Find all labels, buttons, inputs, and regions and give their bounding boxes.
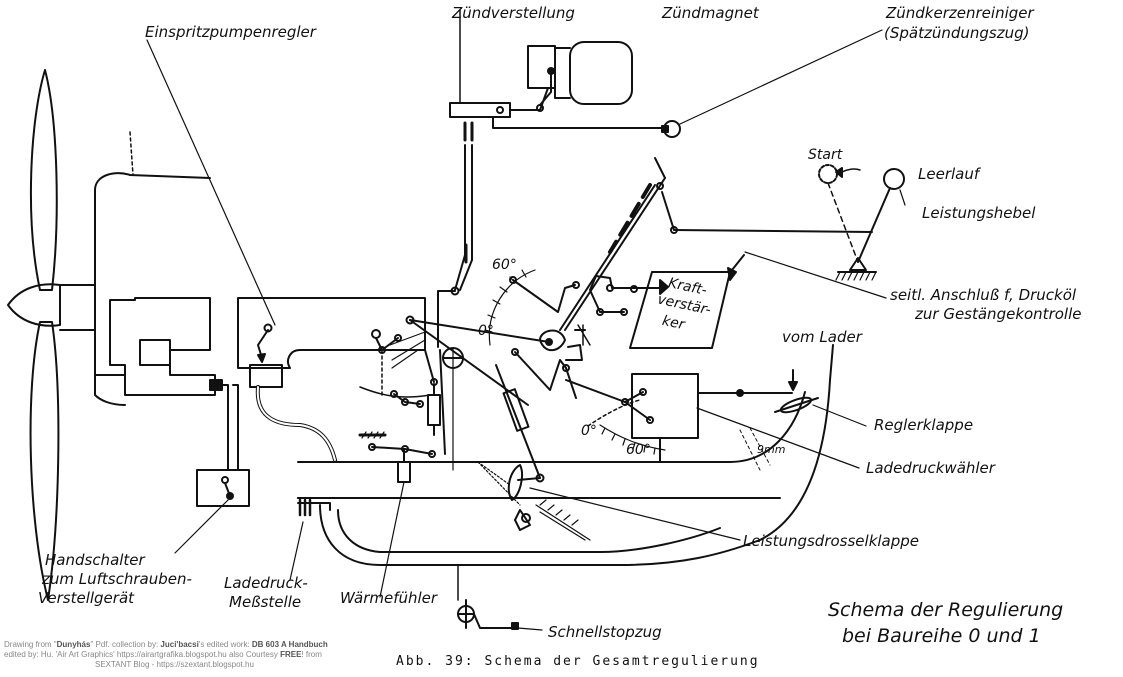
label-einspritzpumpenregler: Einspritzpumpenregler — [145, 23, 316, 41]
boost-selector-box — [631, 373, 793, 463]
label-0deg-upper: 0° — [478, 323, 494, 339]
label-verstellgeraet: Verstellgerät — [38, 589, 135, 607]
throttle-flap-linkage — [477, 364, 591, 541]
throttle-quadrant-upper — [484, 269, 580, 346]
label-zuendmagnet: Zündmagnet — [662, 4, 759, 22]
throttle-pivot — [405, 315, 651, 421]
regulator-flap — [739, 369, 819, 471]
title-line-1: Schema der Regulierung — [828, 599, 1064, 621]
figure-caption: Abb. 39: Schema der Gesamtregulierung — [396, 654, 760, 669]
label-waermefuehler: Wärmefühler — [340, 589, 438, 607]
label-vom-lader: vom Lader — [782, 328, 862, 346]
label-leistungsdrosselklappe: Leistungsdrosselklappe — [743, 532, 920, 550]
label-zuendverstellung: Zündverstellung — [452, 4, 575, 22]
credit-line-3: SEXTANT Blog - https://szextant.blogspot… — [95, 660, 254, 669]
label-schnellstopzug: Schnellstopzug — [548, 623, 662, 641]
credit-line-2: edited by: Hu. 'Air Art Graphics' https:… — [4, 650, 322, 659]
label-ladedruckwaehler: Ladedruckwähler — [866, 459, 995, 477]
label-0deg-lower: 0° — [581, 423, 597, 439]
label-leerlauf: Leerlauf — [918, 165, 980, 183]
label-zuendkerzenreiniger: Zündkerzenreiniger — [886, 4, 1034, 22]
fast-stop — [457, 564, 519, 630]
label-messstelle: Meßstelle — [229, 593, 302, 611]
intake-manifold — [297, 344, 834, 566]
label-reglerklappe: Reglerklappe — [874, 416, 974, 434]
magneto — [527, 41, 633, 112]
ignition-timing-adjuster — [437, 9, 681, 348]
leader-lines — [146, 29, 906, 631]
label-luftschrauben: zum Luftschrauben- — [42, 570, 192, 588]
label-gestaengekontrolle: zur Gestängekontrolle — [915, 305, 1082, 323]
credit-line-1: Drawing from "Dunyhás" Pdf. collection b… — [4, 640, 328, 649]
power-lever — [670, 164, 905, 281]
label-handschalter: Handschalter — [45, 551, 145, 569]
label-start: Start — [808, 147, 843, 163]
injection-pump-regulator — [237, 297, 426, 462]
power-amplifier-box — [629, 271, 731, 349]
engine-front-housing — [94, 131, 239, 471]
main-linkage — [559, 157, 745, 331]
label-60deg-upper: 60° — [492, 257, 517, 273]
title-line-2: bei Baureihe 0 und 1 — [842, 625, 1041, 647]
label-seitl-anschluss: seitl. Anschluß f, Drucköl — [890, 286, 1077, 304]
throttle-quadrant-lower — [587, 399, 666, 455]
propeller — [7, 69, 96, 601]
regulator-internals — [358, 329, 464, 483]
label-60deg-lower: 60° — [626, 442, 651, 458]
label-leistungshebel: Leistungshebel — [922, 204, 1036, 222]
handschalter-box — [196, 469, 250, 507]
label-9mm: 9mm — [757, 443, 786, 456]
label-spaetzuendungszug: (Spätzündungszug) — [884, 24, 1030, 42]
label-ladedruck: Ladedruck- — [224, 574, 308, 592]
